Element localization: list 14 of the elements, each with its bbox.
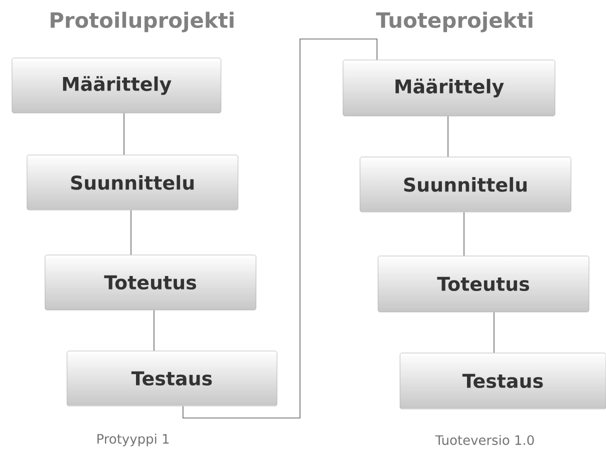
- node-label: Protyyppi 1: [97, 434, 169, 446]
- process-box: Testaus: [66, 350, 278, 406]
- process-box: Määrittely: [12, 58, 222, 114]
- column-heading: Tuoteprojekti: [376, 12, 532, 32]
- node-label: Tuoteversio 1.0: [435, 434, 534, 446]
- column-heading: Protoiluprojekti: [50, 12, 234, 32]
- process-box: Toteutus: [44, 254, 256, 310]
- connector-line: [130, 210, 132, 256]
- process-box: Suunnittelu: [26, 154, 238, 210]
- connector-line: [182, 38, 378, 418]
- process-box: Toteutus: [378, 256, 590, 312]
- process-box: Määrittely: [342, 60, 556, 116]
- process-box: Testaus: [400, 352, 606, 410]
- process-box: Suunnittelu: [360, 156, 572, 212]
